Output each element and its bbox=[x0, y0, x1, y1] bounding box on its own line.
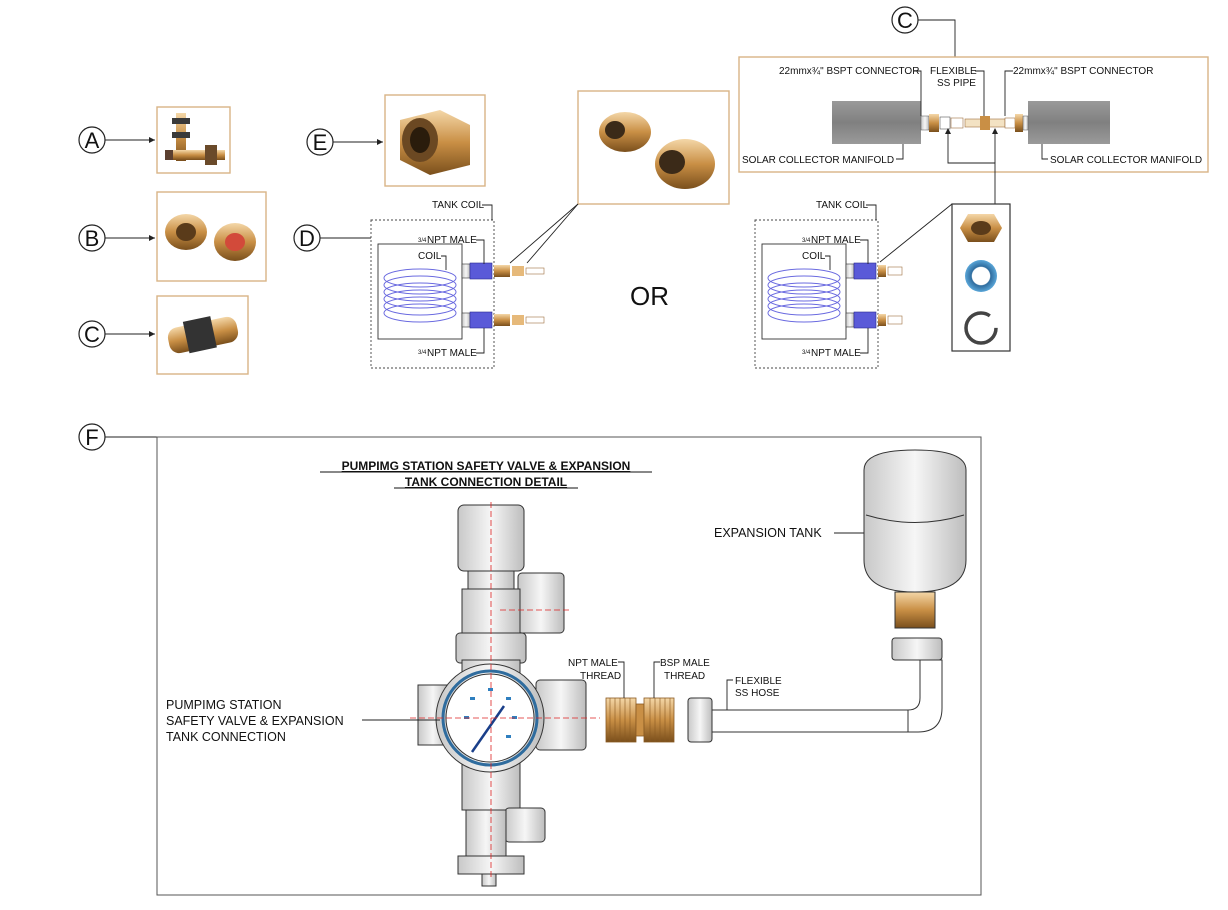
station-label-1: PUMPIMG STATION bbox=[166, 698, 282, 712]
detail-f-frame bbox=[156, 436, 982, 896]
compression-fittings-image bbox=[165, 214, 256, 261]
right-manifold-label: SOLAR COLLECTOR MANIFOLD bbox=[1050, 155, 1202, 166]
coil-left-label: COIL bbox=[418, 251, 442, 262]
callout-b: B bbox=[85, 226, 100, 251]
flexible-pipe-label-1: FLEXIBLE bbox=[930, 66, 977, 77]
seal-ring-icon bbox=[965, 260, 997, 292]
pumping-station-valve bbox=[417, 504, 587, 887]
detail-f-title-1: PUMPIMG STATION SAFETY VALVE & EXPANSION bbox=[342, 459, 631, 473]
manifold-left bbox=[832, 101, 921, 144]
collector-detail: C 22mmx¾" BSPT CONNECTOR FLEXIBLE SS PIP… bbox=[738, 6, 1209, 204]
connector-left bbox=[920, 114, 964, 132]
photo-a-frame bbox=[156, 106, 231, 174]
coil-right-label: COIL bbox=[802, 251, 826, 262]
coil-left-frame bbox=[377, 243, 463, 340]
npt-right-top-fraction: 3/4 bbox=[802, 238, 811, 244]
left-connector-label: 22mmx¾" BSPT CONNECTOR bbox=[779, 66, 919, 77]
npt-left-top-fraction: 3/4 bbox=[418, 238, 427, 244]
fittings-photo-top bbox=[509, 90, 730, 264]
callout-f: F bbox=[85, 425, 98, 450]
npt-thread-label-2: THREAD bbox=[580, 671, 621, 682]
olive-ring-icon bbox=[964, 311, 998, 345]
manifold-right bbox=[1028, 101, 1110, 144]
hose-label-1: FLEXIBLE bbox=[735, 676, 782, 687]
right-connector-label: 22mmx¾" BSPT CONNECTOR bbox=[1013, 66, 1153, 77]
npt-left-top-label: NPT MALE bbox=[427, 235, 477, 246]
flexible-ss-hose bbox=[687, 637, 943, 743]
flexible-pipe-label-2: SS PIPE bbox=[937, 78, 976, 89]
bsp-thread-label-1: BSP MALE bbox=[660, 658, 710, 669]
adapter-e-image bbox=[400, 110, 470, 175]
npt-right-bottom-fraction: 3/4 bbox=[802, 350, 811, 356]
detail-f-title-2: TANK CONNECTION DETAIL bbox=[405, 475, 567, 489]
hose-label-2: SS HOSE bbox=[735, 688, 780, 699]
tank-coil-left-box bbox=[370, 219, 495, 369]
seal-parts-panel bbox=[879, 203, 1011, 352]
station-label-2: SAFETY VALVE & EXPANSION bbox=[166, 714, 344, 728]
expansion-tank bbox=[863, 449, 967, 629]
expansion-tank-label: EXPANSION TANK bbox=[714, 526, 822, 540]
part-b: B bbox=[78, 191, 267, 282]
tank-coil-left-label: TANK COIL bbox=[432, 200, 484, 211]
part-d: D TANK COIL 3/4 NPT MALE COIL 3/4 bbox=[293, 200, 545, 369]
npt-left-bottom-label: NPT MALE bbox=[427, 348, 477, 359]
collector-frame bbox=[738, 56, 1209, 173]
left-manifold-label: SOLAR COLLECTOR MANIFOLD bbox=[742, 155, 894, 166]
gauge-ticks bbox=[464, 688, 517, 738]
bsp-thread-nipple bbox=[643, 697, 675, 743]
callout-e: E bbox=[313, 130, 328, 155]
tank-coil-right: TANK COIL 3/4 NPT MALE COIL 3/4 NPT MALE bbox=[754, 200, 903, 369]
connector-c-image bbox=[167, 316, 239, 354]
part-e: E bbox=[306, 94, 486, 187]
connector-right bbox=[1004, 114, 1029, 132]
valve-fitting-image bbox=[165, 113, 225, 165]
tank-coil-right-box bbox=[754, 219, 879, 369]
coil-right-frame bbox=[761, 243, 847, 340]
npt-right-bottom-label: NPT MALE bbox=[811, 348, 861, 359]
part-a: A bbox=[78, 106, 231, 174]
callout-c-top: C bbox=[897, 8, 913, 33]
callout-d: D bbox=[299, 226, 315, 251]
part-c: C bbox=[78, 295, 249, 375]
npt-left-bottom-fraction: 3/4 bbox=[418, 350, 427, 356]
npt-thread-nipple bbox=[605, 697, 637, 743]
coil-left-loops bbox=[383, 268, 457, 323]
callout-a: A bbox=[85, 128, 100, 153]
thread-left-top bbox=[469, 262, 493, 280]
part-f: F PUMPIMG STATION SAFETY VALVE & EXPANSI… bbox=[78, 423, 982, 896]
tank-coil-right-label: TANK COIL bbox=[816, 200, 868, 211]
coil-right-loops bbox=[767, 268, 841, 323]
thread-left-bottom bbox=[469, 311, 493, 329]
npt-thread-label-1: NPT MALE bbox=[568, 658, 618, 669]
bsp-thread-label-2: THREAD bbox=[664, 671, 705, 682]
callout-c: C bbox=[84, 322, 100, 347]
npt-right-top-label: NPT MALE bbox=[811, 235, 861, 246]
or-text: OR bbox=[630, 281, 669, 311]
station-label-3: TANK CONNECTION bbox=[166, 730, 286, 744]
